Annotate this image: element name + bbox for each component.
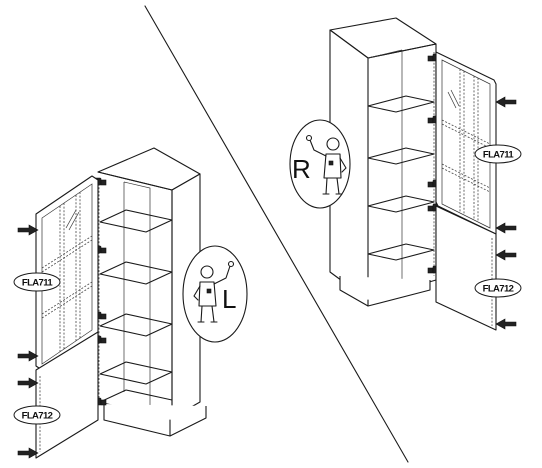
worker-figure-icon-right [289, 119, 351, 209]
side-letter-right: R [292, 154, 311, 184]
svg-text:FLA711: FLA711 [483, 150, 515, 161]
part-label-fla712-left: FLA712 [13, 405, 61, 425]
part-label-fla712-right: FLA712 [474, 278, 522, 298]
worker-figure-icon-left [182, 245, 248, 343]
right-glass-door [435, 51, 497, 235]
right-solid-door [435, 205, 497, 331]
divider-line [144, 5, 409, 463]
side-letter-left: L [222, 284, 236, 314]
svg-text:FLA712: FLA712 [22, 411, 53, 422]
part-label-fla711-left: FLA711 [13, 272, 61, 292]
left-glass-door [35, 175, 99, 371]
svg-text:FLA712: FLA712 [483, 284, 514, 295]
left-cabinet [92, 147, 207, 437]
svg-text:FLA711: FLA711 [22, 278, 54, 289]
part-label-fla711-right: FLA711 [474, 144, 522, 164]
